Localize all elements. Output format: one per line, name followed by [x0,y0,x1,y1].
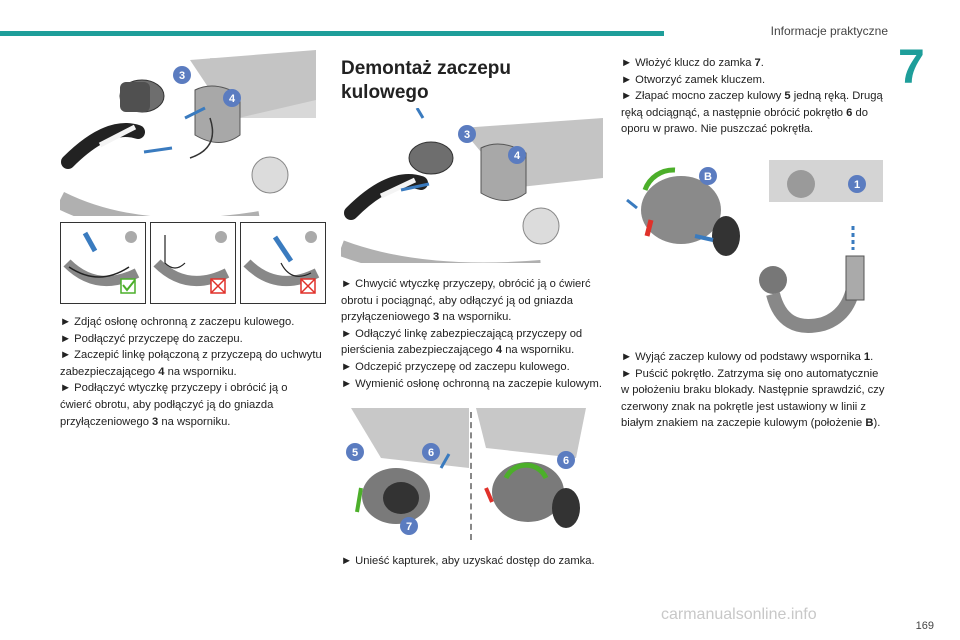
badge-4: 4 [229,93,236,105]
badge-4-middle: 4 [514,150,521,162]
left-step-4: ► Podłączyć wtyczkę przyczepy i obrócić … [60,382,288,428]
right-step-5: ► Puścić pokrętło. Zatrzyma się ono auto… [621,367,885,430]
header-accent-bar [0,31,664,36]
figure-separator [470,412,472,540]
figure-disconnect-trailer: 3 4 [341,108,603,263]
right-step-4: ► Wyjąć zaczep kulowy od podstawy wsporn… [621,351,874,363]
thumbnail-correct [60,222,146,304]
figure-lift-cap: 5 6 7 [341,408,469,538]
right-step-1: ► Włożyć klucz do zamka 7. [621,57,764,69]
right-step-3: ► Złapać mocno zaczep kulowy 5 jedną ręk… [621,90,883,136]
badge-6-right: 6 [563,455,569,467]
middle-step-lift-cap: ► Unieść kapturek, aby uzyskać dostęp do… [341,555,595,567]
right-lower-instructions: ► Wyjąć zaczep kulowy od podstawy wsporn… [621,349,887,432]
page-number: 169 [915,620,934,632]
middle-step-4: ► Wymienić osłonę ochronną na zaczepie k… [341,377,602,390]
thumbnail-incorrect-2 [240,222,326,304]
figure-turn-knob: 6 [476,408,604,538]
cable-attachment-thumbnails [60,222,326,304]
middle-instructions: ► Chwycić wtyczkę przyczepy, obrócić ją … [341,276,611,392]
badge-5: 5 [352,447,358,459]
right-step-2: ► Otworzyć zamek kluczem. [621,73,766,86]
left-instructions: ► Zdjąć osłonę ochronną z zaczepu kulowe… [60,314,322,430]
badge-1: 1 [854,179,860,191]
left-step-2: ► Podłączyć przyczepę do zaczepu. [60,332,243,345]
badge-7: 7 [406,521,412,533]
badge-6: 6 [428,447,434,459]
left-step-3: ► Zaczepić linkę połączoną z przyczepą d… [60,349,322,378]
middle-step-1: ► Chwycić wtyczkę przyczepy, obrócić ją … [341,278,591,324]
section-title: Demontaż zaczepu kulowego [341,58,511,103]
badge-3-middle: 3 [464,129,470,141]
badge-3: 3 [179,70,185,82]
chapter-number: 7 [898,41,925,94]
right-instructions: ► Włożyć klucz do zamka 7. ► Otworzyć za… [621,55,887,138]
figure-remove-towball: B 1 [621,160,883,345]
middle-step-3: ► Odczepić przyczepę od zaczepu kulowego… [341,360,570,373]
header-title: Informacje praktyczne [770,24,888,38]
left-step-1: ► Zdjąć osłonę ochronną z zaczepu kulowe… [60,316,295,328]
thumbnail-incorrect-1 [150,222,236,304]
watermark: carmanualsonline.info [661,606,817,623]
badge-B: B [704,171,712,183]
middle-step-2: ► Odłączyć linkę zabezpieczającą przycze… [341,327,583,357]
figure-connect-trailer: 3 4 [60,50,316,216]
middle-bottom-instruction: ► Unieść kapturek, aby uzyskać dostęp do… [341,553,611,570]
